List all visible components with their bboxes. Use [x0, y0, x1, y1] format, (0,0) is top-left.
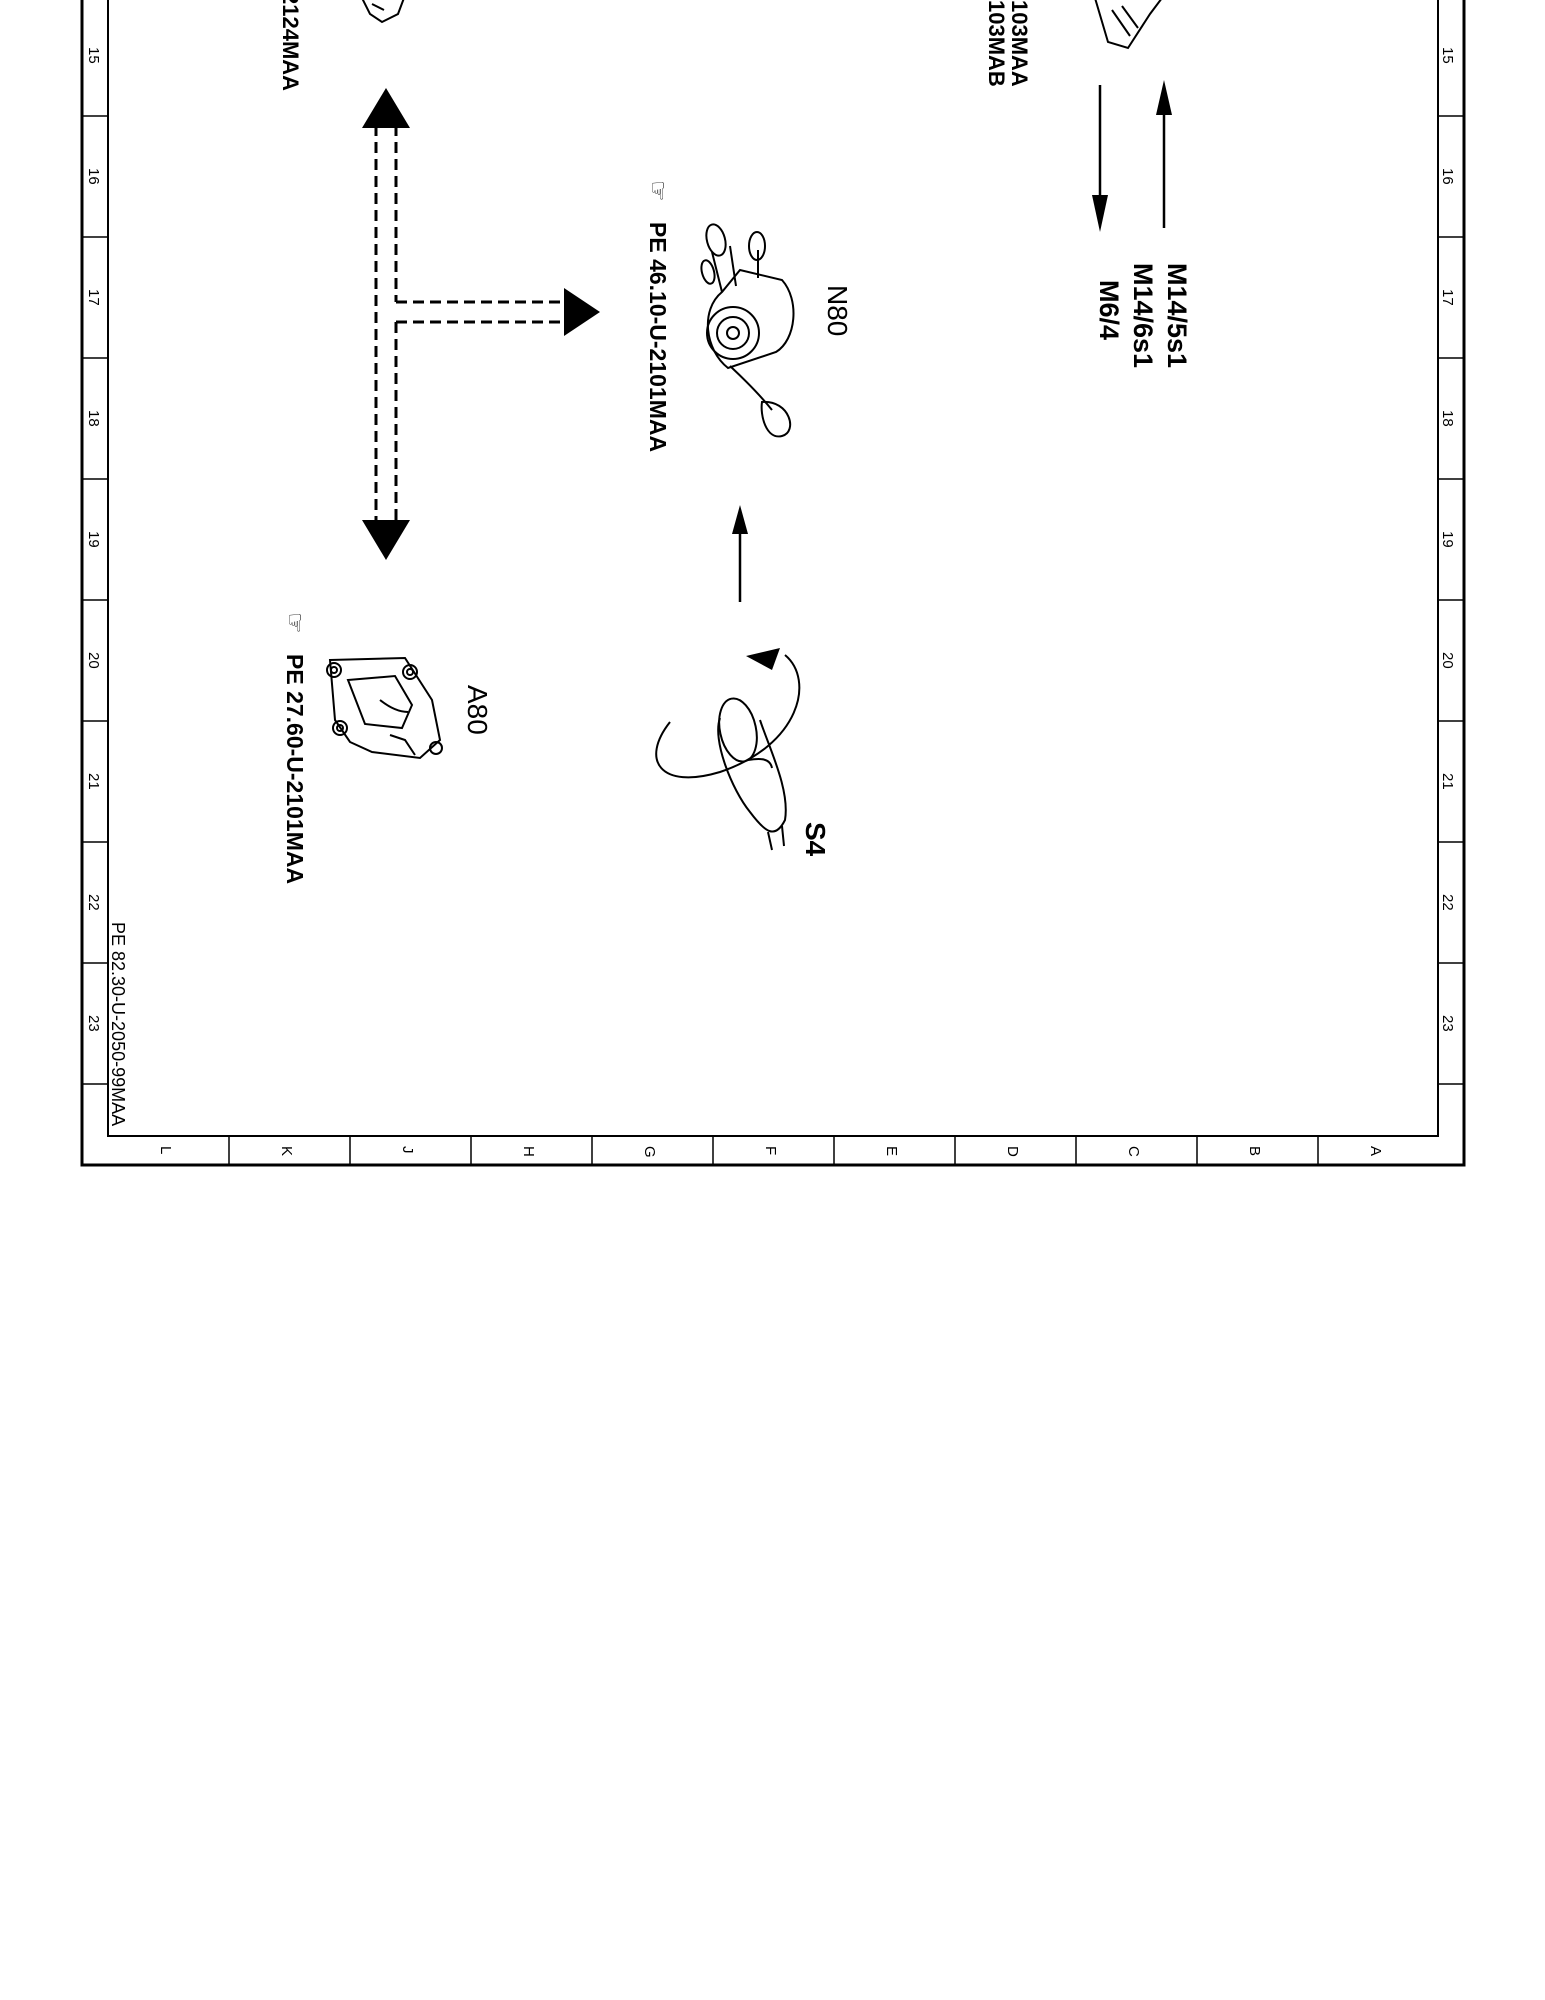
- s4-component-image: [655, 648, 801, 851]
- sheet-frame: [80, 0, 1466, 1167]
- a80-mount-1-inner: [330, 666, 338, 674]
- n80-connector-2: [748, 231, 766, 261]
- document-id-label: PE 82.30-U-2050-99MAA: [108, 922, 128, 1126]
- a80-mount-2-inner: [406, 668, 414, 676]
- row-number-right: 21: [1439, 773, 1456, 790]
- row-number-left: 15: [85, 47, 102, 64]
- n80-reference-icon: ☞: [644, 180, 671, 202]
- s4-code-label: S4: [800, 822, 831, 857]
- top-right-component: [1094, 0, 1162, 50]
- row-number-right: 17: [1439, 289, 1456, 306]
- bus-arrow-right: [564, 288, 600, 336]
- row-number-left: 20: [85, 652, 102, 669]
- n80-connector-1: [705, 223, 727, 257]
- column-letter: G: [641, 1146, 658, 1158]
- column-grid-ticks: [228, 1136, 1319, 1165]
- row-number-left: 18: [85, 410, 102, 427]
- n80-ring-center: [726, 326, 740, 340]
- a80-mount-2: [402, 664, 418, 680]
- a80-reference: ☞ PE 27.60-U-2101MAA: [281, 612, 308, 884]
- top-right-component-sketch: [1094, 0, 1162, 50]
- row-number-right: 15: [1439, 47, 1456, 64]
- n80-lever: [729, 365, 773, 411]
- arrow-up-head: [1156, 80, 1172, 115]
- row-number-right: 18: [1439, 410, 1456, 427]
- motor-label-2: M14/6s1: [1128, 263, 1158, 368]
- s4-to-n80-arrow: [732, 505, 748, 602]
- top-left-component: [361, 0, 405, 24]
- n80-housing: [706, 268, 795, 370]
- row-number-left: 21: [85, 773, 102, 790]
- top-left-ref-label: 2124MAA: [278, 0, 303, 91]
- n80-reference: ☞ PE 46.10-U-2101MAA: [644, 180, 671, 452]
- n80-code-label: N80: [822, 285, 853, 336]
- row-number-right: 16: [1439, 168, 1456, 185]
- motor-label-1: M14/5s1: [1162, 263, 1192, 368]
- row-number-labels-right: 15 16 17 18 19 20 21 22 23: [1439, 47, 1456, 1032]
- n80-reference-label: PE 46.10-U-2101MAA: [645, 222, 671, 452]
- a80-mount-4: [429, 741, 443, 755]
- bus-arrow-up: [362, 88, 410, 128]
- row-number-left: 23: [85, 1015, 102, 1032]
- n80-connector-1-tip: [700, 259, 716, 285]
- a80-mount-3: [332, 720, 348, 736]
- a80-component-image: [326, 656, 443, 760]
- a80-reference-icon: ☞: [281, 612, 308, 634]
- row-number-left: 19: [85, 531, 102, 548]
- a80-cover-detail: [346, 674, 414, 730]
- signal-arrows-right: [1092, 80, 1172, 232]
- s4-stalk-band: [747, 758, 773, 769]
- s4-rotation-arc: [655, 654, 801, 779]
- top-right-ref-label-2: 103MAB: [984, 0, 1009, 87]
- row-grid-ticks: [82, 115, 1464, 1085]
- column-letter: F: [762, 1146, 779, 1155]
- row-number-right: 23: [1439, 1015, 1456, 1032]
- top-left-component-sketch: [361, 0, 405, 24]
- dashed-bus-connector: [374, 125, 568, 522]
- column-letter: H: [520, 1146, 537, 1157]
- n80-ring-inner: [716, 316, 750, 350]
- row-number-left: 17: [85, 289, 102, 306]
- column-letter: A: [1367, 1146, 1384, 1156]
- s4-arrow-head: [732, 505, 748, 534]
- row-number-right: 19: [1439, 531, 1456, 548]
- column-letter: B: [1246, 1146, 1263, 1156]
- n80-ring-outer: [706, 306, 760, 360]
- arrow-down-head: [1092, 195, 1108, 232]
- row-number-labels-left: 15 16 17 18 19 20 21 22 23: [85, 47, 102, 1032]
- inner-border: [107, 0, 1439, 1137]
- a80-housing: [328, 656, 442, 760]
- s4-stalk-body: [717, 717, 787, 833]
- n80-component-image: [700, 223, 795, 438]
- column-letter: C: [1125, 1146, 1142, 1157]
- row-number-left: 22: [85, 894, 102, 911]
- a80-reference-label: PE 27.60-U-2101MAA: [282, 654, 308, 884]
- bus-arrow-down: [362, 520, 410, 560]
- n80-lever-knob: [760, 400, 792, 438]
- row-number-right: 22: [1439, 894, 1456, 911]
- motor-label-3: M6/4: [1094, 280, 1124, 340]
- row-number-left: 16: [85, 168, 102, 185]
- column-letter: J: [399, 1146, 416, 1154]
- a80-code-label: A80: [462, 685, 493, 735]
- row-number-right: 20: [1439, 652, 1456, 669]
- column-letter: E: [883, 1146, 900, 1156]
- n80-stalk-1: [711, 245, 737, 293]
- top-right-ref-label-1: 103MAA: [1007, 0, 1032, 87]
- a80-mount-1: [326, 662, 342, 678]
- bus-arrowheads: [362, 88, 600, 560]
- s4-stalk-end: [718, 697, 758, 763]
- column-letter: L: [157, 1146, 174, 1154]
- column-letter: D: [1004, 1146, 1021, 1157]
- outer-border: [80, 0, 1466, 1167]
- column-letter: K: [278, 1146, 295, 1156]
- s4-rotation-arrowhead: [746, 648, 780, 670]
- s4-stalk-shaft: [767, 825, 785, 851]
- a80-connector: [379, 699, 416, 756]
- a80-mount-3-inner: [336, 724, 344, 732]
